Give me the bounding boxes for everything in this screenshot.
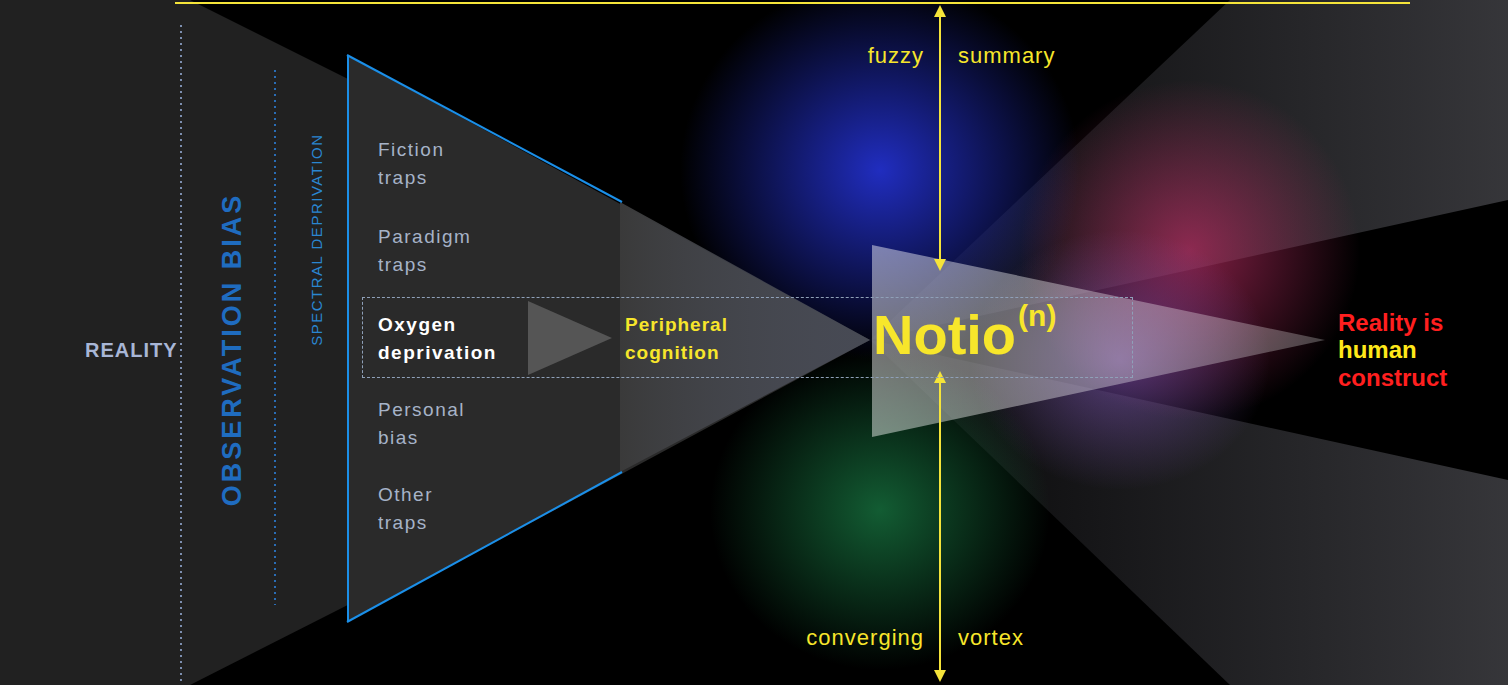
arrow-label: vortex bbox=[958, 625, 1024, 650]
trap-label: Personal bias bbox=[378, 396, 465, 452]
conclusion-label: construct bbox=[1338, 364, 1447, 392]
bias-label: OBSERVATION BIAS bbox=[217, 193, 248, 507]
conclusion-label: Reality is bbox=[1338, 309, 1443, 337]
reality-label: REALITY bbox=[85, 339, 178, 362]
cognition-label: Peripheral cognition bbox=[625, 311, 728, 367]
conclusion-label: human bbox=[1338, 336, 1417, 364]
trap-label: Oxygen deprivation bbox=[378, 311, 497, 367]
trap-label: Fiction traps bbox=[378, 136, 444, 192]
arrow-label: converging bbox=[806, 625, 924, 650]
trap-label: Other traps bbox=[378, 481, 433, 537]
funnel-edge bbox=[347, 55, 622, 202]
arrow-label: summary bbox=[958, 43, 1055, 68]
notio-superscript: (n) bbox=[1018, 301, 1056, 331]
trap-funnel: Fiction trapsParadigm trapsPersonal bias… bbox=[347, 55, 622, 622]
funnel-edge bbox=[347, 55, 349, 622]
notio-band: Oxygen deprivation Peripheral cognition No… bbox=[362, 297, 1133, 378]
notio-title: Notio bbox=[873, 307, 1016, 363]
arrow-label: fuzzy bbox=[868, 43, 924, 68]
funnel-edge bbox=[347, 472, 622, 622]
trap-label: Paradigm traps bbox=[378, 223, 471, 279]
bias-label: SPECTRAL DEPRIVATION bbox=[307, 134, 324, 346]
